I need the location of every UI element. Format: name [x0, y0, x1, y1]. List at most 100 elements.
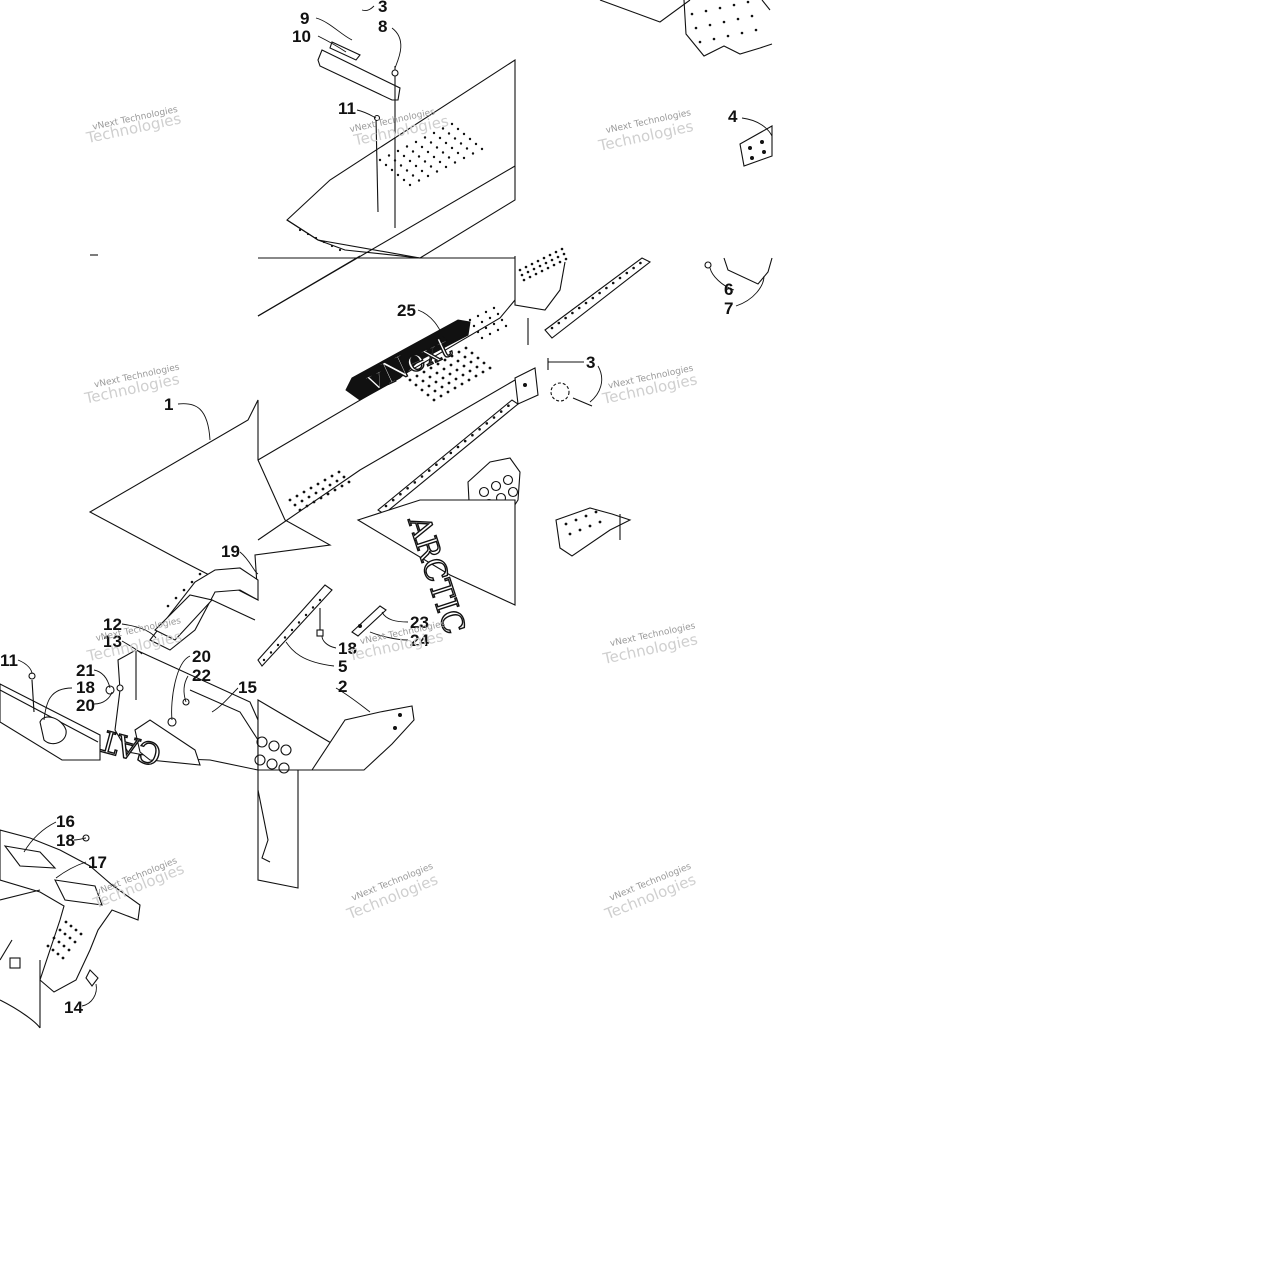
- perforation-hole: [457, 350, 461, 354]
- perforation-hole: [420, 388, 424, 392]
- perforation-hole: [480, 320, 484, 324]
- perforation-hole: [475, 365, 479, 369]
- perforation-hole: [417, 179, 421, 182]
- perforation-hole: [347, 480, 351, 484]
- plate-4: [739, 125, 773, 167]
- perforation-hole: [708, 23, 712, 27]
- perforation-hole: [415, 374, 419, 378]
- rear-bumper-holes: [46, 920, 83, 960]
- perforation-hole: [335, 479, 339, 483]
- perforation-hole: [704, 9, 708, 13]
- perforation-hole: [420, 169, 424, 173]
- running-board-rail: [257, 257, 652, 667]
- rail-holes: [262, 261, 642, 662]
- perforation-hole: [698, 40, 702, 44]
- perforation-hole: [434, 380, 438, 384]
- callout-18-left: 18: [76, 678, 95, 697]
- perforation-hole: [465, 147, 469, 150]
- perforation-hole: [468, 318, 472, 322]
- callout-20: 20: [192, 647, 211, 666]
- perforation-hole: [532, 267, 536, 271]
- perforation-hole: [459, 142, 463, 145]
- perforation-hole: [447, 381, 451, 385]
- perforation-hole: [288, 498, 292, 502]
- perforation-hole: [51, 948, 55, 952]
- perforation-hole: [423, 160, 427, 163]
- perforation-hole: [441, 151, 445, 154]
- perforation-hole: [496, 312, 500, 316]
- perforation-hole: [311, 606, 315, 609]
- callout-19: 19: [221, 542, 240, 561]
- callout-1: 1: [164, 395, 173, 414]
- callout-23: 23: [410, 613, 429, 632]
- perforation-hole: [182, 588, 186, 592]
- callout-2: 2: [338, 677, 347, 696]
- perforation-hole: [712, 37, 716, 41]
- perforation-hole: [578, 528, 582, 532]
- perforation-hole: [436, 362, 440, 366]
- perforation-hole: [588, 524, 592, 528]
- perforation-hole: [413, 481, 417, 484]
- perforation-hole: [79, 932, 83, 936]
- callout-4: 4: [728, 107, 738, 126]
- perforation-hole: [492, 416, 496, 419]
- perforation-hole: [421, 379, 425, 383]
- perforation-hole: [433, 389, 437, 393]
- perforation-hole: [478, 428, 481, 431]
- perforation-hole: [464, 346, 468, 350]
- callout-20-left: 20: [76, 696, 95, 715]
- round-hole: [266, 758, 278, 770]
- perforation-hole: [58, 928, 62, 932]
- left-side-rail: [0, 672, 190, 761]
- callout-22: 22: [192, 666, 211, 685]
- perforation-hole: [507, 404, 510, 408]
- round-hole: [278, 762, 290, 774]
- callout-10: 10: [292, 27, 311, 46]
- perforation-hole: [554, 250, 558, 254]
- perforation-hole: [461, 373, 465, 377]
- perforation-hole: [61, 956, 65, 960]
- perforation-hole: [450, 122, 454, 126]
- perforation-hole: [732, 3, 736, 7]
- perforation-hole: [68, 936, 72, 940]
- perforation-hole: [548, 253, 552, 257]
- callout-13: 13: [103, 632, 122, 651]
- perforation-hole: [584, 301, 588, 305]
- bracket-3-mid: [514, 318, 593, 407]
- perforation-hole: [423, 136, 427, 139]
- perforation-hole: [444, 141, 448, 145]
- perforation-hole: [414, 383, 418, 387]
- perforation-hole: [538, 264, 542, 268]
- perforation-hole: [63, 932, 67, 936]
- perforation-hole: [342, 475, 346, 479]
- perforation-hole: [417, 155, 421, 158]
- perforation-hole: [480, 147, 484, 151]
- perforation-hole: [340, 484, 344, 488]
- perforation-hole: [446, 390, 450, 394]
- chassis-lower: ARCTIC: [356, 499, 516, 639]
- perforation-hole: [470, 351, 474, 355]
- perforation-hole: [426, 150, 430, 154]
- perforation-hole: [396, 173, 400, 177]
- rear-bumper-16-17: [0, 829, 141, 1029]
- perforation-hole: [438, 160, 442, 164]
- perforation-hole: [420, 145, 424, 149]
- perforation-hole: [488, 366, 492, 370]
- perforation-hole: [62, 944, 66, 948]
- perforation-hole: [574, 518, 578, 522]
- callouts: 9 10 3 8 11 4 6 7 25 3 1 19 12 13 23 24 …: [0, 0, 738, 1017]
- perforation-hole: [406, 487, 409, 490]
- perforation-hole: [306, 232, 310, 236]
- perforation-hole: [453, 386, 457, 390]
- perforation-hole: [316, 482, 320, 486]
- plate-2: [310, 705, 415, 771]
- perforation-hole: [471, 433, 474, 437]
- tunnel-rear-right-panel: [599, 0, 773, 57]
- perforation-hole: [546, 266, 550, 270]
- perforation-hole: [463, 355, 467, 359]
- seat-25: vNext: [345, 319, 471, 401]
- callout-18-bottom: 18: [56, 831, 75, 850]
- perforation-hole: [449, 363, 453, 367]
- perforation-hole: [414, 164, 418, 168]
- perforation-hole: [471, 152, 475, 155]
